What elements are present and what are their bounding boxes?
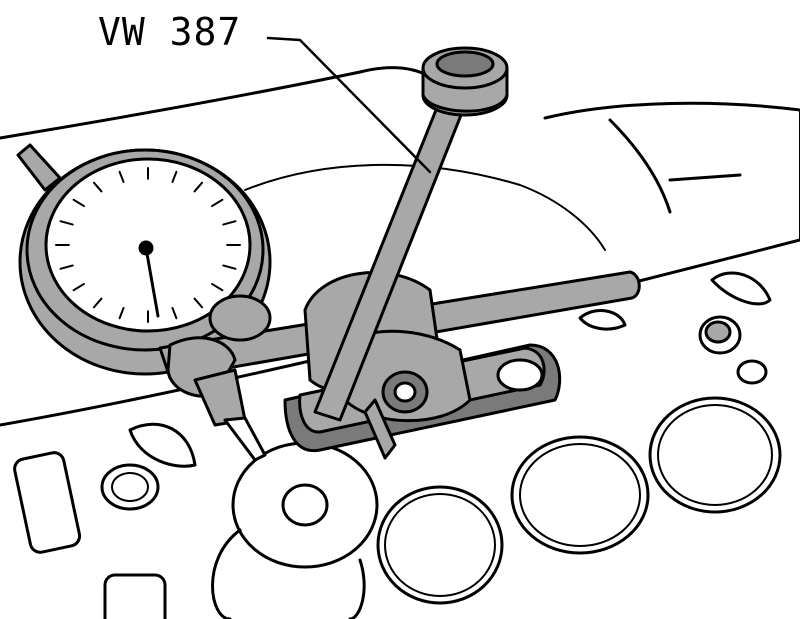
dial-tick xyxy=(211,282,224,292)
dial-tick xyxy=(222,264,237,270)
dial-tick xyxy=(211,198,224,208)
dial-tick xyxy=(171,170,178,184)
dial-tick xyxy=(59,220,74,226)
dial-tick xyxy=(193,181,204,193)
leader-line xyxy=(266,36,432,174)
vw387-tool xyxy=(303,46,509,460)
dial-tick xyxy=(59,264,74,270)
dial-ticks xyxy=(55,167,241,323)
dial-tick xyxy=(72,282,85,292)
dial-tick xyxy=(118,170,125,184)
valve-seats xyxy=(211,396,782,619)
dial-tick xyxy=(92,181,103,193)
tool-label: VW 387 xyxy=(98,10,242,54)
dial-tick xyxy=(72,198,85,208)
dial-tick xyxy=(193,297,204,309)
dial-needle xyxy=(144,246,160,318)
dial-tick xyxy=(92,297,103,309)
small-holes xyxy=(13,271,772,619)
dial-tick xyxy=(171,306,178,320)
dial-tick xyxy=(222,220,237,226)
dial-tick xyxy=(118,306,125,320)
dial-gauge xyxy=(16,143,272,376)
